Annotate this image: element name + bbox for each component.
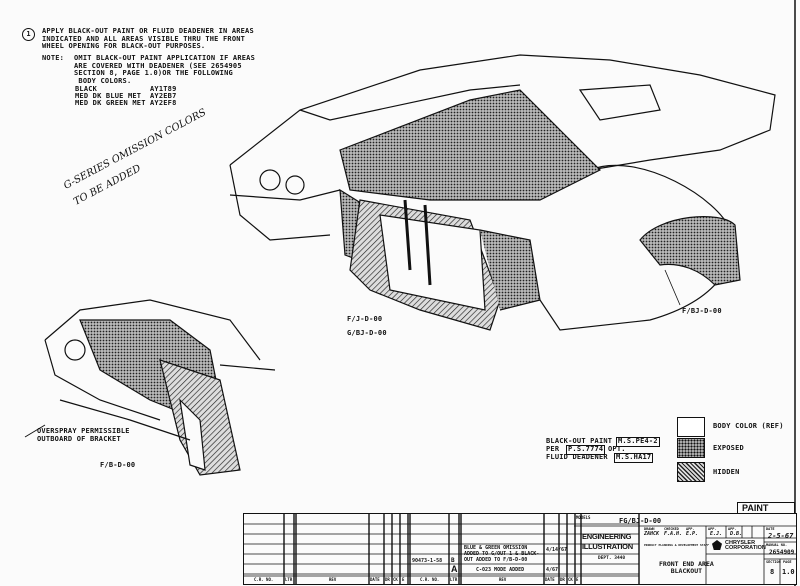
app-value: E.J. [710, 531, 723, 537]
company-name: CHRYSLER CORPORATION [725, 540, 766, 551]
spec-ref: M.S.HA17 [614, 453, 654, 463]
legend-label: BODY COLOR (REF) [713, 422, 784, 430]
manual-label: MANUAL NO. [766, 543, 788, 547]
page-label: PAGE [783, 560, 792, 564]
col-header: E [402, 577, 405, 582]
section-label: SECTION [766, 560, 781, 564]
view-label-fj: F/J-D-00 [347, 315, 383, 323]
view-label-gbj: G/BJ-D-00 [347, 329, 387, 337]
category-tab: PAINT [737, 502, 795, 513]
col-header: REV [329, 577, 337, 582]
view-label-fb: F/B-D-00 [100, 461, 136, 469]
note-text: OMIT BLACK-OUT PAINT APPLICATION IF AREA… [74, 54, 255, 85]
color-name: BLACK [75, 85, 98, 93]
col-header: C.R. NO. [254, 577, 274, 582]
revision-letter: A [451, 564, 458, 574]
spec-ref: M.S.PE4-2 [616, 437, 660, 447]
revision-date: 4/67 [546, 567, 559, 573]
drawn-label: DRAWN [644, 527, 655, 531]
col-header: LTR [450, 577, 458, 582]
drawn-value: ZAHCK [644, 531, 660, 537]
revision-grid [244, 514, 796, 584]
models-value: FG/BJ-D-00 [619, 517, 662, 525]
color-code: AY2EF8 [150, 99, 177, 107]
spec-line: FLUID DEADENER [546, 453, 608, 461]
date-value: 2-5-67 [768, 532, 794, 540]
legend-swatch-body-color [677, 417, 705, 437]
note-number-circle: 1 [22, 28, 35, 41]
revision-date: 4/14/67 [546, 547, 568, 553]
models-label: MODELS [576, 515, 591, 520]
col-header: REV [499, 577, 507, 582]
col-header: CK [568, 577, 573, 582]
overspray-note: OVERSPRAY PERMISSIBLE OUTBOARD OF BRACKE… [37, 427, 130, 443]
section-value: 8 [770, 568, 775, 576]
app-label: APP. [686, 527, 695, 531]
title-block: 90473-1-58 B BLUE & GREEN OMISSION ADDED… [243, 513, 797, 585]
revision-cr: 90473-1-58 [412, 558, 443, 564]
col-header: DATE [545, 577, 555, 582]
color-name: MED DK BLUE MET [75, 92, 142, 100]
page-value: 1.0 [782, 568, 795, 576]
legend-swatch-hidden [677, 462, 705, 482]
dept-title: ENGINEERING ILLUSTRATION [582, 532, 633, 551]
legend-label: HIDDEN [713, 468, 740, 476]
app-label: APP. [728, 527, 737, 531]
color-code: AY1T89 [150, 85, 177, 93]
note-label: NOTE: [42, 54, 65, 62]
col-header: DR [560, 577, 565, 582]
col-header: E [576, 577, 579, 582]
col-header: CK [393, 577, 398, 582]
legend-swatch-exposed [677, 438, 705, 458]
revision-letter: B [451, 557, 455, 564]
date-label: DATE [766, 527, 775, 531]
bracket-detail-view [44, 299, 276, 476]
checked-value: F.A.H. [664, 531, 683, 537]
revision-desc: C-023 MODE ADDED [476, 567, 525, 573]
spec-line: PER [546, 445, 560, 453]
instruction-text: APPLY BLACK-OUT PAINT OR FLUID DEADENER … [42, 27, 254, 50]
spec-line: BLACK-OUT PAINT [546, 437, 613, 445]
col-header: DATE [370, 577, 380, 582]
app-label: APP. [708, 527, 717, 531]
color-name: MED DK GREEN MET [75, 99, 146, 107]
col-header: LTR [285, 577, 293, 582]
color-code: AY2EB7 [150, 92, 177, 100]
view-label-fbj: F/BJ-D-00 [682, 307, 722, 315]
col-header: DR [385, 577, 390, 582]
app-value: E.P. [686, 531, 699, 537]
spec-opt: OPT. [608, 445, 626, 453]
spec-ref: P.S.7774 [566, 445, 606, 455]
drawing-title: FRONT END AREA BLACKOUT [659, 560, 714, 575]
checked-label: CHECKED [664, 527, 679, 531]
company-line: PRODUCT PLANNING & DEVELOPMENT STAFF [644, 543, 710, 547]
legend-label: EXPOSED [713, 444, 744, 452]
revision-desc: BLUE & GREEN OMISSION ADDED TO G/OUT 1 &… [464, 545, 540, 563]
manual-number: 2654909 [769, 549, 795, 556]
dept-number: DEPT. 3440 [598, 556, 626, 561]
chrysler-pentastar-logo [712, 540, 722, 550]
app-value: D.B. [730, 531, 743, 537]
col-header: C.R. NO. [420, 577, 440, 582]
main-front-end-view [229, 54, 776, 331]
